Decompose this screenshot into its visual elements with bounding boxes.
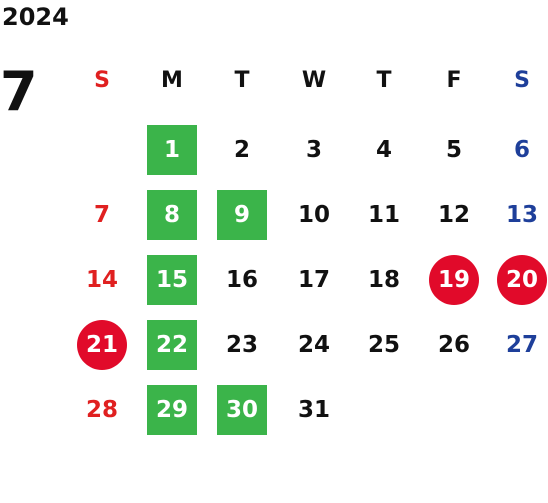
day-cell-20[interactable]: 20 [497,255,547,305]
weekday-header-tue: T [234,68,250,93]
day-cell-15[interactable]: 15 [147,255,197,305]
weekday-header-mon: M [161,68,183,93]
day-cell-30[interactable]: 30 [217,385,267,435]
day-cell-23[interactable]: 23 [225,332,258,358]
day-cell-4[interactable]: 4 [375,137,392,163]
day-cell-19[interactable]: 19 [429,255,479,305]
weekday-header-wed: W [301,68,327,93]
day-cell-2[interactable]: 2 [233,137,250,163]
day-cell-14[interactable]: 14 [85,267,118,293]
day-cell-12[interactable]: 12 [437,202,470,228]
day-cell-8[interactable]: 8 [147,190,197,240]
day-cell-17[interactable]: 17 [297,267,330,293]
day-cell-16[interactable]: 16 [225,267,258,293]
year-label: 2024 [2,3,69,31]
day-cell-6[interactable]: 6 [513,137,530,163]
day-cell-9[interactable]: 9 [217,190,267,240]
day-cell-13[interactable]: 13 [505,202,538,228]
day-cell-25[interactable]: 25 [367,332,400,358]
day-cell-28[interactable]: 28 [85,397,118,423]
weekday-header-fri: F [446,68,462,93]
day-cell-29[interactable]: 29 [147,385,197,435]
day-cell-27[interactable]: 27 [505,332,538,358]
day-cell-10[interactable]: 10 [297,202,330,228]
day-cell-21[interactable]: 21 [77,320,127,370]
day-cell-7[interactable]: 7 [93,202,110,228]
month-number: 7 [0,60,38,123]
day-cell-18[interactable]: 18 [367,267,400,293]
weekday-header-thu: T [376,68,392,93]
day-cell-24[interactable]: 24 [297,332,330,358]
day-cell-3[interactable]: 3 [305,137,322,163]
weekday-header-sat: S [514,68,530,93]
day-cell-26[interactable]: 26 [437,332,470,358]
weekday-header-sun: S [94,68,110,93]
day-cell-1[interactable]: 1 [147,125,197,175]
day-cell-31[interactable]: 31 [297,397,330,423]
day-cell-5[interactable]: 5 [445,137,462,163]
day-cell-11[interactable]: 11 [367,202,400,228]
day-cell-22[interactable]: 22 [147,320,197,370]
